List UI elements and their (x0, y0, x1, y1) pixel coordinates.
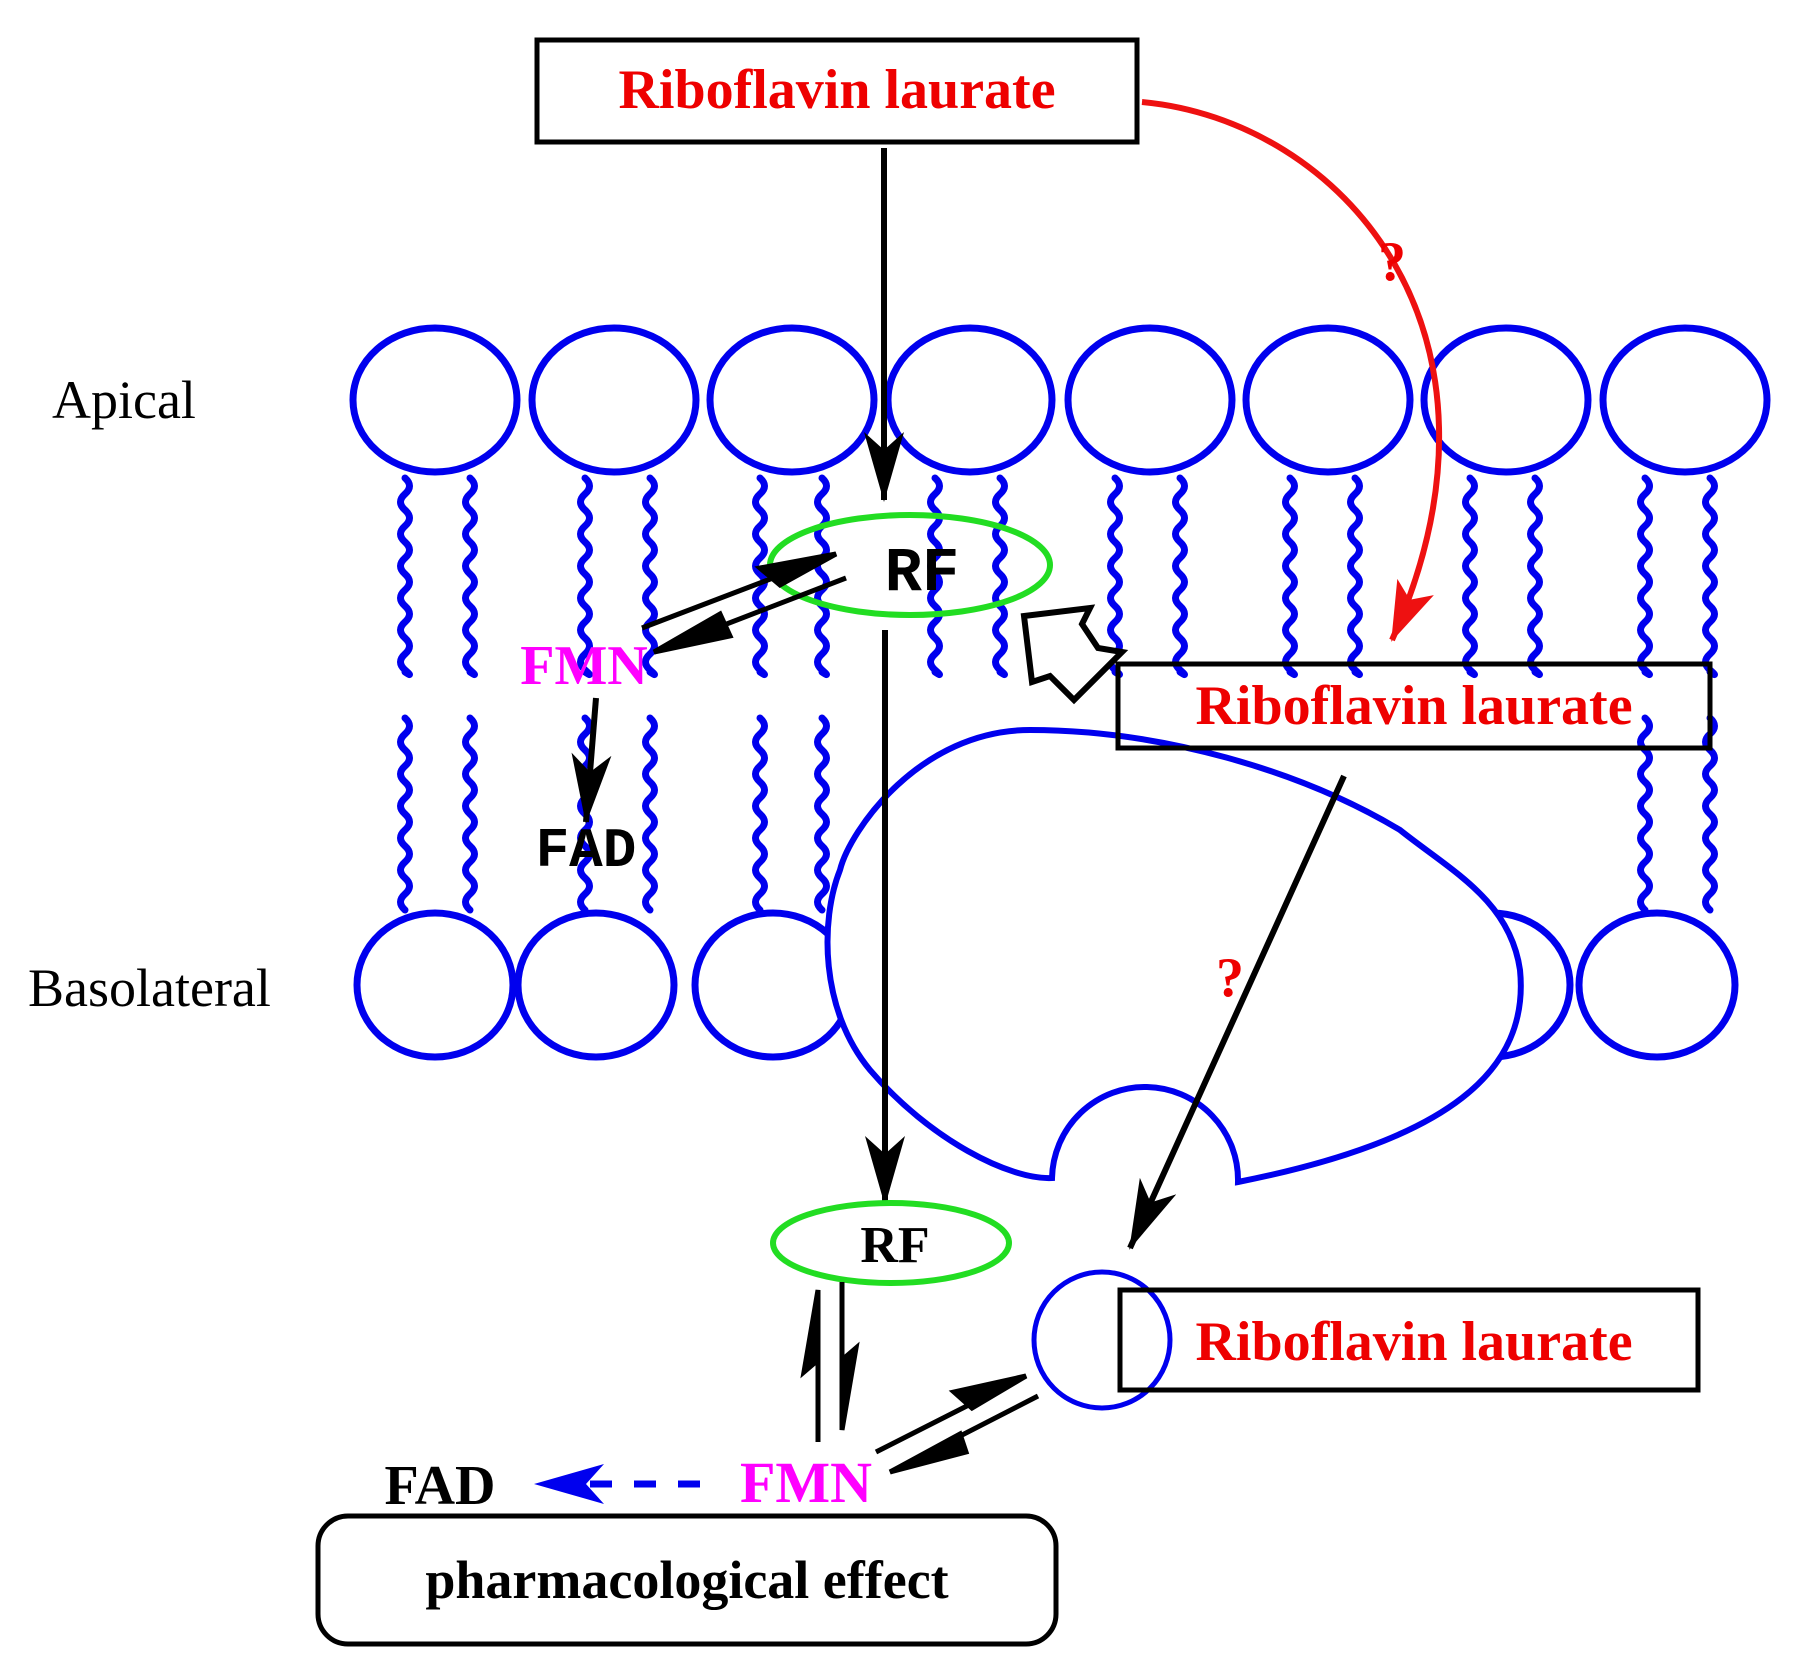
basolateral-transporter (824, 726, 1524, 1186)
phospholipid-head-apical (349, 324, 521, 476)
lipid-tail-upper (992, 474, 1008, 679)
hollow-arrow (1020, 604, 1129, 705)
fmn-to-fad-arrow-membrane (571, 697, 612, 824)
rf-fmn-equilibrium-membrane (641, 551, 847, 655)
basolateral-label: Basolateral (28, 958, 271, 1018)
phospholipid-head-apical (1064, 324, 1236, 476)
phospholipid-head-basolateral (514, 909, 678, 1061)
lipid-tail-upper (1282, 474, 1298, 679)
lipid-tail-lower (462, 714, 478, 914)
lipid-tail-upper (1527, 474, 1543, 679)
riboflavin-laurate-label-top: Riboflavin laurate (618, 59, 1055, 121)
lipid-tail-lower (642, 714, 658, 914)
lipid-tail-upper (1702, 474, 1718, 679)
lipid-tail-upper (1172, 474, 1188, 679)
phospholipid-head-apical (1599, 324, 1771, 476)
lipid-tail-lower (752, 714, 768, 914)
fmn-label-cytosol: FMN (740, 1450, 872, 1515)
question-mark-top: ? (1378, 231, 1406, 293)
rf-fmn-equilibrium-cytosol (800, 1282, 860, 1442)
phospholipid-head-apical (884, 324, 1056, 476)
phospholipid-head-apical (1420, 324, 1592, 476)
lipid-bilayer (349, 324, 1771, 1061)
lipid-tail-lower (397, 714, 413, 914)
lipid-tail-upper (927, 474, 943, 679)
fmn-label-membrane: FMN (520, 635, 648, 697)
phospholipid-head-apical (528, 324, 700, 476)
phospholipid-head-basolateral (1575, 909, 1739, 1061)
fad-label-membrane: FAD (536, 819, 637, 883)
red-curved-arrow (1141, 99, 1443, 642)
fad-label-cytosol: FAD (385, 1455, 496, 1517)
riboflavin-laurate-label-bottom: Riboflavin laurate (1195, 1311, 1632, 1373)
phospholipid-head-apical (1242, 324, 1414, 476)
lipid-tail-upper (462, 474, 478, 679)
lipid-tail-upper (1347, 474, 1363, 679)
lipid-tail-upper (1107, 474, 1123, 679)
apical-label: Apical (52, 370, 196, 430)
lipid-tail-upper (814, 474, 830, 679)
lipid-tail-lower (814, 714, 830, 914)
diagonal-release-arrow (1127, 774, 1347, 1250)
pharmacological-effect-label: pharmacological effect (425, 1550, 948, 1610)
vesicle (1031, 1269, 1173, 1411)
riboflavin-laurate-box-middle (1115, 661, 1713, 751)
vesicle-fmn-equilibrium (874, 1373, 1040, 1475)
rf-label-cytosol: RF (860, 1217, 929, 1274)
lipid-tail-upper (1462, 474, 1478, 679)
lipid-tail-upper (752, 474, 768, 679)
lipid-tail-upper (397, 474, 413, 679)
riboflavin-laurate-box-bottom (1117, 1287, 1701, 1393)
lipid-tail-upper (577, 474, 593, 679)
phospholipid-head-apical (706, 324, 878, 476)
riboflavin-laurate-label-middle: Riboflavin laurate (1195, 675, 1632, 737)
rf-transporter-ring-cytosol (770, 1200, 1012, 1286)
phospholipid-head-basolateral (353, 909, 517, 1061)
question-mark-middle: ? (1216, 947, 1244, 1009)
pharmacological-effect-box (315, 1513, 1059, 1647)
rf-label-membrane: RF (885, 538, 959, 609)
lipid-tail-upper (1637, 474, 1653, 679)
lipid-tail-upper (642, 474, 658, 679)
riboflavin-laurate-box-top (534, 37, 1140, 145)
